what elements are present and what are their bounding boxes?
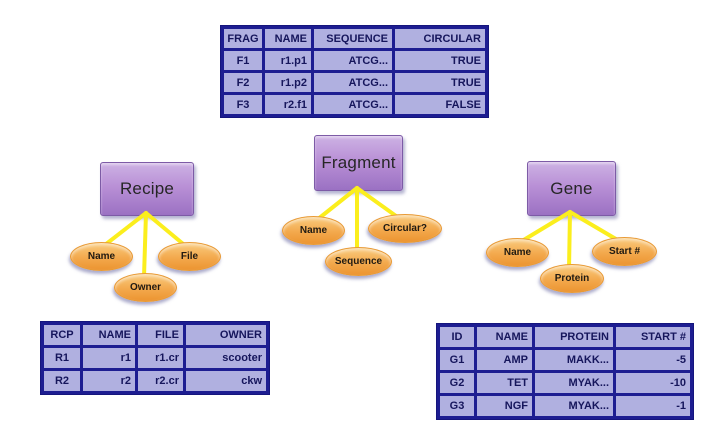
table-cell: R1: [44, 348, 80, 368]
column-header: RCP: [44, 325, 80, 345]
attribute-gene-start-label: Start #: [608, 246, 641, 257]
column-header: CIRCULAR: [395, 29, 485, 48]
table-cell: r1.p1: [265, 51, 311, 70]
fragment-table-header-row: FRAG NAME SEQUENCE CIRCULAR: [224, 29, 485, 48]
table-cell: r1: [83, 348, 135, 368]
table-cell: TRUE: [395, 73, 485, 92]
table-cell: G2: [440, 373, 474, 393]
attribute-recipe-name-label: Name: [87, 251, 116, 262]
gene-table-header-row: ID NAME PROTEIN START #: [440, 327, 690, 347]
attribute-recipe-owner: Owner: [114, 273, 177, 302]
column-header: NAME: [265, 29, 311, 48]
table-cell: -10: [616, 373, 690, 393]
attribute-recipe-file-label: File: [180, 251, 199, 262]
column-header: OWNER: [186, 325, 266, 345]
table-cell: ATCG...: [314, 73, 392, 92]
table-cell: TET: [477, 373, 532, 393]
table-row: R2 r2 r2.cr ckw: [44, 371, 266, 391]
attribute-recipe-name: Name: [70, 242, 133, 271]
table-row: G3 NGF MYAK... -1: [440, 396, 690, 416]
attribute-gene-protein: Protein: [540, 264, 604, 293]
table-cell: ATCG...: [314, 51, 392, 70]
table-cell: AMP: [477, 350, 532, 370]
attribute-gene-protein-label: Protein: [554, 273, 590, 284]
table-row: G2 TET MYAK... -10: [440, 373, 690, 393]
entity-gene: Gene: [527, 161, 616, 216]
table-row: F1 r1.p1 ATCG... TRUE: [224, 51, 485, 70]
table-cell: r2: [83, 371, 135, 391]
table-cell: G3: [440, 396, 474, 416]
attribute-fragment-sequence-label: Sequence: [334, 256, 383, 267]
table-row: G1 AMP MAKK... -5: [440, 350, 690, 370]
table-cell: F2: [224, 73, 262, 92]
attribute-gene-name: Name: [486, 238, 549, 267]
column-header: SEQUENCE: [314, 29, 392, 48]
table-cell: F3: [224, 95, 262, 114]
attribute-fragment-name-label: Name: [299, 225, 328, 236]
entity-gene-label: Gene: [550, 178, 593, 198]
table-cell: FALSE: [395, 95, 485, 114]
column-header: NAME: [83, 325, 135, 345]
column-header: ID: [440, 327, 474, 347]
attribute-recipe-file: File: [158, 242, 221, 271]
attribute-fragment-sequence: Sequence: [325, 247, 392, 276]
table-cell: TRUE: [395, 51, 485, 70]
table-cell: -1: [616, 396, 690, 416]
gene-table: ID NAME PROTEIN START # G1 AMP MAKK... -…: [436, 323, 694, 420]
table-cell: MAKK...: [535, 350, 613, 370]
table-cell: NGF: [477, 396, 532, 416]
table-cell: G1: [440, 350, 474, 370]
table-cell: scooter: [186, 348, 266, 368]
column-header: START #: [616, 327, 690, 347]
attribute-fragment-name: Name: [282, 216, 345, 245]
attribute-fragment-circular: Circular?: [368, 214, 442, 243]
entity-fragment-label: Fragment: [321, 153, 396, 172]
column-header: PROTEIN: [535, 327, 613, 347]
table-cell: -5: [616, 350, 690, 370]
table-cell: F1: [224, 51, 262, 70]
table-cell: MYAK...: [535, 373, 613, 393]
column-header: FILE: [138, 325, 183, 345]
table-cell: MYAK...: [535, 396, 613, 416]
table-cell: r2.cr: [138, 371, 183, 391]
attribute-recipe-owner-label: Owner: [129, 282, 162, 293]
entity-fragment: Fragment: [314, 135, 403, 191]
column-header: NAME: [477, 327, 532, 347]
recipe-table: RCP NAME FILE OWNER R1 r1 r1.cr scooter …: [40, 321, 270, 395]
table-cell: ATCG...: [314, 95, 392, 114]
entity-recipe-label: Recipe: [119, 179, 175, 198]
table-row: F3 r2.f1 ATCG... FALSE: [224, 95, 485, 114]
table-cell: r2.f1: [265, 95, 311, 114]
recipe-table-header-row: RCP NAME FILE OWNER: [44, 325, 266, 345]
fragment-table: FRAG NAME SEQUENCE CIRCULAR F1 r1.p1 ATC…: [220, 25, 489, 118]
connector-recipe-owner: [142, 211, 148, 279]
attribute-gene-start: Start #: [592, 237, 657, 266]
column-header: FRAG: [224, 29, 262, 48]
table-cell: r1.p2: [265, 73, 311, 92]
connector-gene-protein: [567, 210, 572, 271]
table-cell: R2: [44, 371, 80, 391]
attribute-fragment-circular-label: Circular?: [383, 223, 427, 234]
attribute-gene-name-label: Name: [503, 247, 532, 258]
table-row: R1 r1 r1.cr scooter: [44, 348, 266, 368]
table-row: F2 r1.p2 ATCG... TRUE: [224, 73, 485, 92]
table-cell: ckw: [186, 371, 266, 391]
table-cell: r1.cr: [138, 348, 183, 368]
